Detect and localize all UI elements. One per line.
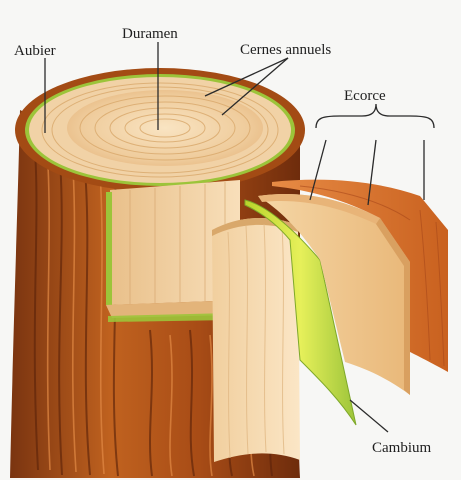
label-aubier: Aubier (14, 43, 56, 59)
label-duramen: Duramen (122, 26, 178, 42)
wood-slab (212, 218, 300, 462)
label-ecorce: Ecorce (344, 88, 386, 104)
top-cross-section (15, 68, 305, 192)
label-cernes-annuels: Cernes annuels (240, 42, 331, 58)
label-cambium: Cambium (372, 440, 431, 456)
